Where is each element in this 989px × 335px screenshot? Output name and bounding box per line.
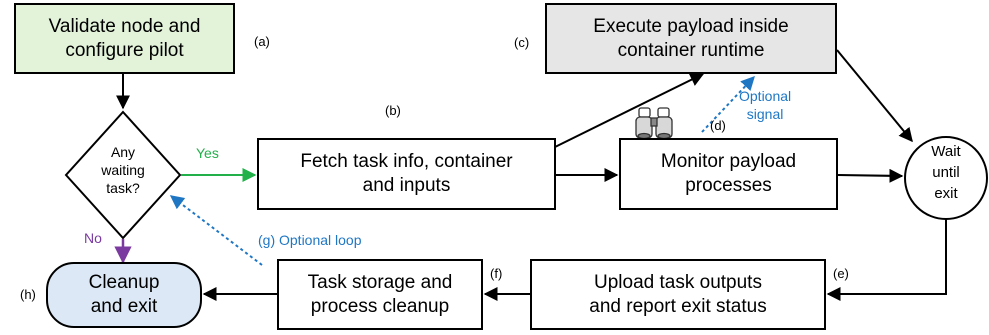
step-label-h: (h) bbox=[20, 287, 36, 302]
arrow-monitor-to-wait bbox=[837, 168, 904, 183]
optional-signal-label: Optional signal bbox=[739, 88, 792, 123]
execute-payload-box: Execute payload inside container runtime bbox=[545, 3, 837, 74]
step-label-e: (e) bbox=[833, 266, 849, 281]
validate-node-box: Validate node and configure pilot bbox=[14, 3, 235, 74]
monitor-payload-box: Monitor payload processes bbox=[619, 138, 838, 210]
decision-text: Any waiting task? bbox=[101, 144, 145, 197]
upload-outputs-box: Upload task outputs and report exit stat… bbox=[530, 259, 826, 330]
optional-loop-label: (g) Optional loop bbox=[258, 232, 362, 248]
step-label-b: (b) bbox=[385, 103, 401, 118]
wait-text: Wait until exit bbox=[931, 143, 961, 202]
decision-diamond bbox=[64, 110, 182, 240]
no-label: No bbox=[84, 230, 102, 246]
yes-label: Yes bbox=[196, 145, 219, 161]
task-storage-box: Task storage and process cleanup bbox=[277, 259, 483, 330]
cleanup-exit-box: Cleanup and exit bbox=[46, 262, 202, 328]
step-label-a: (a) bbox=[254, 34, 270, 49]
arrow-optional-loop bbox=[169, 195, 263, 266]
arrow-monitor-to-execute bbox=[701, 75, 755, 133]
arrow-execute-to-wait bbox=[836, 49, 913, 143]
arrow-wait-to-upload bbox=[826, 219, 947, 301]
step-label-c: (c) bbox=[514, 35, 530, 50]
step-label-d: (d) bbox=[710, 118, 726, 133]
fetch-task-box: Fetch task info, container and inputs bbox=[257, 138, 556, 210]
arrow-fetch-to-execute bbox=[554, 73, 705, 148]
binoculars-icon bbox=[635, 107, 673, 140]
step-label-f: (f) bbox=[490, 266, 503, 281]
